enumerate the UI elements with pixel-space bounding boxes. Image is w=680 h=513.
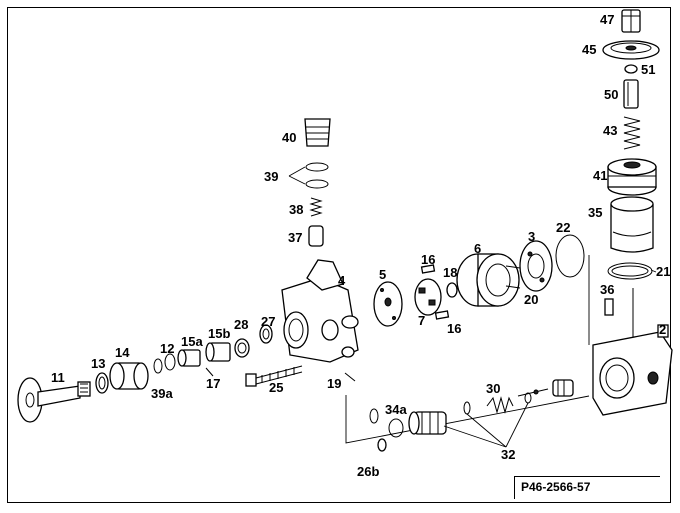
part-16-vane-bottom xyxy=(434,310,450,320)
part-27-bearing xyxy=(259,324,273,344)
callout-4: 4 xyxy=(338,273,346,288)
callout-12: 12 xyxy=(160,341,174,356)
part-18-ring xyxy=(446,282,458,298)
part-15a-bushing xyxy=(177,349,201,367)
part-34a-washer xyxy=(369,408,404,438)
part-11-drive-shaft xyxy=(17,377,91,423)
part-43-spring xyxy=(623,116,641,150)
callout-39a: 39a xyxy=(151,386,173,401)
part-36-bolt xyxy=(604,298,614,316)
part-valve-stem xyxy=(517,388,549,397)
part-28-ring xyxy=(234,338,250,358)
callout-17: 17 xyxy=(206,376,220,391)
part-21-o-ring xyxy=(607,262,653,280)
callout-16-top: 16 xyxy=(421,252,435,267)
callout-5: 5 xyxy=(379,267,386,282)
callout-21: 21 xyxy=(656,264,670,279)
callout-43: 43 xyxy=(603,123,617,138)
part-4-pump-body xyxy=(281,259,359,363)
part-3-pressure-plate xyxy=(519,240,553,292)
reference-box: P46-2566-57 xyxy=(514,476,660,499)
callouts: 47 45 51 50 43 41 35 21 36 2 22 3 20 6 1… xyxy=(51,12,670,479)
callout-27: 27 xyxy=(261,314,275,329)
callout-7: 7 xyxy=(418,313,425,328)
callout-35: 35 xyxy=(588,205,602,220)
part-50-sleeve xyxy=(623,79,639,109)
part-6-cam-ring xyxy=(456,253,520,307)
part-16-vane-top xyxy=(420,264,436,274)
callout-47: 47 xyxy=(600,12,614,27)
part-2-pump-housing xyxy=(592,288,673,416)
part-35-filter-bowl xyxy=(610,196,654,253)
callout-51: 51 xyxy=(641,62,655,77)
part-19-pin xyxy=(344,372,356,382)
callout-45: 45 xyxy=(582,42,596,57)
callout-25: 25 xyxy=(269,380,283,395)
reference-number: P46-2566-57 xyxy=(521,480,591,494)
part-17-key xyxy=(205,367,214,377)
callout-18: 18 xyxy=(443,265,457,280)
callout-22: 22 xyxy=(556,220,570,235)
part-25-bolt xyxy=(245,365,303,387)
part-51-nut xyxy=(624,64,638,74)
callout-19: 19 xyxy=(327,376,341,391)
callout-41: 41 xyxy=(593,168,607,183)
part-37-piston xyxy=(308,225,324,247)
callout-36: 36 xyxy=(600,282,614,297)
diagram-frame xyxy=(7,7,671,503)
callout-38: 38 xyxy=(289,202,303,217)
callout-34a: 34a xyxy=(385,402,407,417)
part-5-plate xyxy=(373,281,403,327)
callout-39: 39 xyxy=(264,169,278,184)
callout-37: 37 xyxy=(288,230,302,245)
callout-40: 40 xyxy=(282,130,296,145)
callout-15b: 15b xyxy=(208,326,230,341)
part-32-fitting xyxy=(408,379,574,448)
callout-11: 11 xyxy=(51,370,65,385)
part-45-disc xyxy=(602,40,660,60)
callout-15a: 15a xyxy=(181,334,203,349)
part-30-spring xyxy=(486,396,514,414)
part-26b-seal xyxy=(377,438,387,452)
callout-28: 28 xyxy=(234,317,248,332)
part-38-spring xyxy=(309,197,323,217)
sub-assembly-bracket xyxy=(345,395,590,444)
callout-2: 2 xyxy=(659,322,666,337)
part-41-valve-head xyxy=(607,158,657,196)
part-15b-bushing xyxy=(205,342,231,362)
part-40-plug xyxy=(304,118,331,147)
part-20-pins xyxy=(505,265,521,289)
part-39-seals xyxy=(288,162,329,189)
callout-14: 14 xyxy=(115,345,130,360)
callout-32: 32 xyxy=(501,447,515,462)
callout-3: 3 xyxy=(528,229,535,244)
callout-16-bottom: 16 xyxy=(447,321,461,336)
part-47-cap xyxy=(621,9,641,33)
callout-20: 20 xyxy=(524,292,538,307)
part-14-seal-housing xyxy=(109,362,149,390)
callout-26b: 26b xyxy=(357,464,379,479)
part-22-ring xyxy=(555,234,585,278)
callout-13: 13 xyxy=(91,356,105,371)
part-12-snap-ring xyxy=(164,353,176,371)
callout-30: 30 xyxy=(486,381,500,396)
callout-6: 6 xyxy=(474,241,481,256)
part-39a-ring xyxy=(153,358,163,374)
callout-50: 50 xyxy=(604,87,618,102)
part-13-seal xyxy=(95,372,109,394)
part-7-rotor xyxy=(414,278,442,316)
